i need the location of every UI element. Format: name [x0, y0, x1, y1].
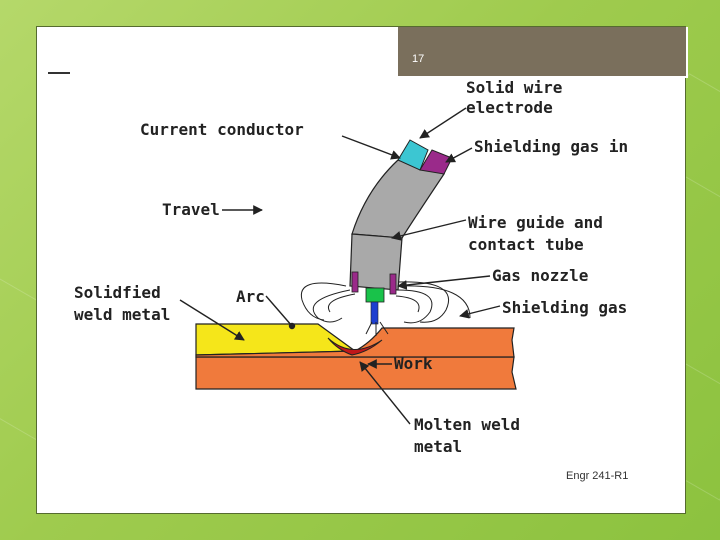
label-arc: Arc: [236, 287, 265, 306]
solidified-weld-plate: [195, 323, 357, 356]
arrow-shielding-gas-in: [445, 147, 473, 163]
title-dash: [48, 72, 70, 74]
label-current-conductor: Current conductor: [140, 120, 304, 139]
work-plate-top: [195, 327, 515, 358]
nozzle-purple-left: [351, 271, 359, 293]
arc-dot: [288, 322, 296, 330]
arrow-molten: [359, 361, 411, 425]
arrow-solid-wire: [419, 107, 467, 139]
nozzle-purple-right: [389, 273, 397, 295]
arrow-shielding-gas: [459, 305, 501, 319]
label-gas-nozzle: Gas nozzle: [492, 266, 588, 285]
molten-weld-pool: [327, 337, 383, 356]
contact-tip: [365, 287, 385, 303]
label-shielding-gas: Shielding gas: [502, 298, 627, 317]
label-electrode: electrode: [466, 98, 553, 117]
slide-number-box: 17: [396, 27, 688, 78]
diagram-arrows: [179, 107, 501, 425]
label-wire-guide: Wire guide and: [468, 213, 603, 232]
work-plate-bottom: [195, 356, 517, 390]
slide-footer: Engr 241-R1: [566, 470, 629, 482]
arrow-wire-guide: [391, 219, 467, 241]
label-weld-metal: weld metal: [74, 305, 170, 324]
label-molten-weld: Molten weld: [414, 415, 520, 434]
label-solid-wire: Solid wire: [466, 78, 562, 97]
electrode-wire: [370, 301, 379, 325]
arrow-gas-nozzle: [397, 275, 491, 290]
label-work: Work: [394, 354, 433, 373]
arrow-solidified: [179, 299, 245, 341]
slide-number: 17: [412, 53, 425, 65]
label-shielding-gas-in: Shielding gas in: [474, 137, 628, 156]
label-contact-tube: contact tube: [468, 235, 584, 254]
label-solidified: Solidfied: [74, 283, 161, 302]
arrow-arc: [265, 295, 293, 327]
label-travel: Travel: [162, 200, 220, 219]
shielding-gas-tube-cyan: [397, 139, 429, 171]
label-metal: metal: [414, 437, 462, 456]
arrow-current-conductor: [341, 135, 401, 160]
